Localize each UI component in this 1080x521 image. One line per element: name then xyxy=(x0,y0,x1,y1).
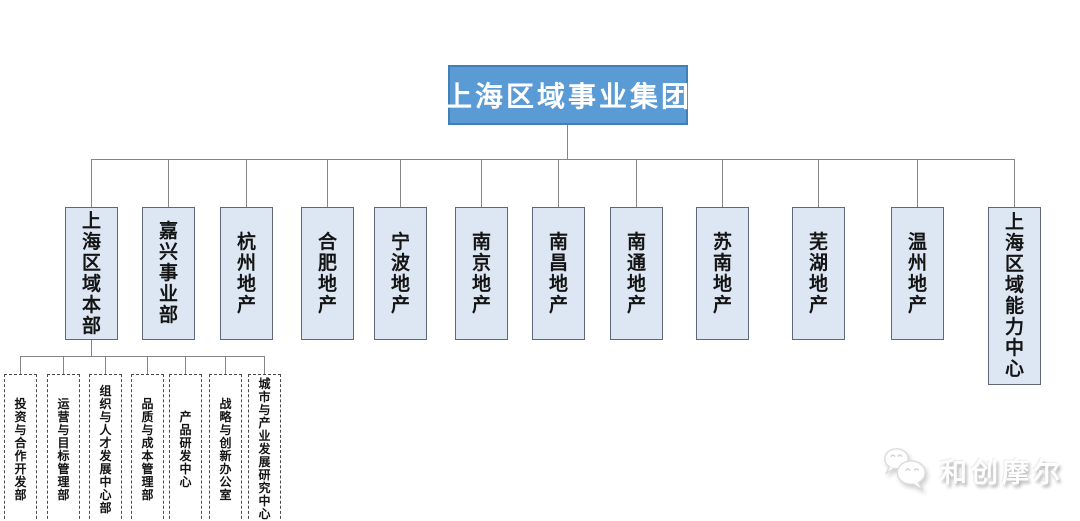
division-box-nanchang: 南昌地产 xyxy=(532,207,585,340)
department-box-strategy-innovation: 战略与创新办公室 xyxy=(209,374,242,521)
connector-drop xyxy=(63,356,64,374)
division-label: 南通地产 xyxy=(626,231,646,316)
division-label: 宁波地产 xyxy=(390,231,410,316)
division-box-wuhu: 芜湖地产 xyxy=(792,207,845,340)
connector-drop xyxy=(185,356,186,374)
connector-drop xyxy=(327,159,328,207)
department-label: 城市与产业发展研究中心 xyxy=(258,377,271,521)
division-box-capability-center: 上海区域能力中心 xyxy=(988,207,1041,385)
division-box-jiaxing: 嘉兴事业部 xyxy=(142,207,195,340)
department-box-urban-industry-research: 城市与产业发展研究中心 xyxy=(248,374,281,521)
watermark: 和创摩尔 xyxy=(880,444,1064,496)
department-label: 战略与创新办公室 xyxy=(219,396,232,502)
division-label: 温州地产 xyxy=(907,231,927,316)
connector-drop xyxy=(147,356,148,374)
connector-drop xyxy=(558,159,559,207)
watermark-text: 和创摩尔 xyxy=(940,457,1064,488)
department-label: 投资与合作开发部 xyxy=(14,396,27,502)
connector-drop xyxy=(917,159,918,207)
connector-drop xyxy=(264,356,265,374)
department-label: 产品研发中心 xyxy=(179,409,192,489)
division-label: 合肥地产 xyxy=(317,231,337,316)
connector-drop xyxy=(20,356,21,374)
division-label: 芜湖地产 xyxy=(808,231,828,316)
connector-division-stem xyxy=(91,340,92,356)
division-box-hefei: 合肥地产 xyxy=(301,207,354,340)
division-label: 嘉兴事业部 xyxy=(158,221,178,326)
department-label: 品质与成本管理部 xyxy=(141,396,154,502)
division-box-ningbo: 宁波地产 xyxy=(374,207,427,340)
division-label: 杭州地产 xyxy=(236,231,256,316)
department-box-quality-cost: 品质与成本管理部 xyxy=(131,374,164,521)
connector-drop xyxy=(91,159,92,207)
department-box-product-rd: 产品研发中心 xyxy=(169,374,202,521)
connector-drop xyxy=(246,159,247,207)
division-label: 苏南地产 xyxy=(712,231,732,316)
connector-drop xyxy=(225,356,226,374)
connector-drop xyxy=(818,159,819,207)
department-box-org-talent: 组织与人才发展中心部 xyxy=(89,374,122,521)
chat-bubbles-icon xyxy=(884,448,926,491)
connector-drop xyxy=(722,159,723,207)
division-box-wenzhou: 温州地产 xyxy=(891,207,944,340)
connector-drop xyxy=(168,159,169,207)
connector-bus-level2 xyxy=(91,159,1015,160)
division-label: 上海区域本部 xyxy=(81,210,101,337)
connector-drop xyxy=(481,159,482,207)
division-box-nantong: 南通地产 xyxy=(610,207,663,340)
connector-drop xyxy=(636,159,637,207)
division-box-nanjing: 南京地产 xyxy=(455,207,508,340)
division-label: 上海区域能力中心 xyxy=(1004,212,1024,380)
root-node-box: 上海区域事业集团 xyxy=(444,65,689,125)
connector-drop xyxy=(1014,159,1015,207)
division-label: 南京地产 xyxy=(471,231,491,316)
division-box-sunan: 苏南地产 xyxy=(696,207,749,340)
department-label: 组织与人才发展中心部 xyxy=(99,383,112,515)
division-box-shanghai-hq: 上海区域本部 xyxy=(65,207,118,340)
department-box-investment-cooperation: 投资与合作开发部 xyxy=(4,374,37,521)
department-box-operations-targets: 运营与目标管理部 xyxy=(47,374,80,521)
division-box-hangzhou: 杭州地产 xyxy=(220,207,273,340)
root-node-label: 上海区域事业集团 xyxy=(444,81,693,112)
department-label: 运营与目标管理部 xyxy=(57,396,70,502)
connector-root-stem xyxy=(567,125,568,159)
connector-drop xyxy=(105,356,106,374)
connector-drop xyxy=(400,159,401,207)
connector-bus-level3 xyxy=(20,356,265,357)
division-label: 南昌地产 xyxy=(548,231,568,316)
